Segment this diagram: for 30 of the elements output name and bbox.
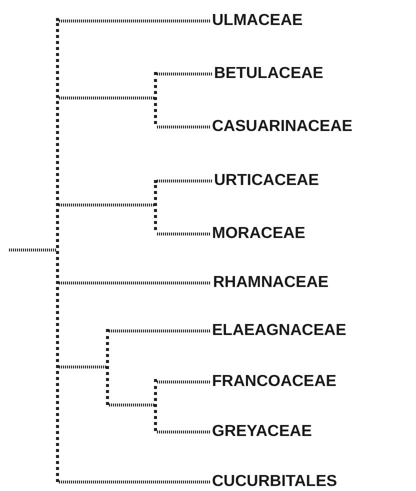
branch-line <box>59 282 211 284</box>
clade-bar <box>106 329 109 405</box>
branch-line <box>157 380 210 384</box>
clade-bar <box>154 379 157 431</box>
branch-line <box>59 204 154 206</box>
branch-line <box>9 248 56 252</box>
branch-line <box>59 20 210 22</box>
taxon-label: CUCURBITALES <box>212 473 338 491</box>
branch-line <box>157 180 212 182</box>
branch-line <box>157 232 210 236</box>
taxon-label: CASUARINACEAE <box>212 118 352 136</box>
branch-line <box>157 126 210 128</box>
taxon-label: MORACEAE <box>212 225 306 243</box>
branch-line <box>59 96 154 100</box>
branch-line <box>59 480 210 484</box>
taxon-label: BETULACEAE <box>214 65 324 83</box>
taxon-label: URTICACEAE <box>214 172 319 190</box>
taxon-label: ELAEAGNACEAE <box>212 322 346 340</box>
taxon-label: RHAMNACEAE <box>213 274 329 292</box>
clade-bar <box>154 180 157 230</box>
clade-bar <box>56 18 59 482</box>
branch-line <box>157 430 210 434</box>
branch-line <box>157 72 212 76</box>
branch-line <box>109 330 210 332</box>
taxon-label: FRANCOACEAE <box>212 373 336 391</box>
branch-line <box>109 404 154 406</box>
taxon-label: ULMACEAE <box>212 12 303 30</box>
taxon-label: GREYACEAE <box>212 423 312 441</box>
clade-bar <box>154 72 157 124</box>
branch-line <box>59 366 106 368</box>
